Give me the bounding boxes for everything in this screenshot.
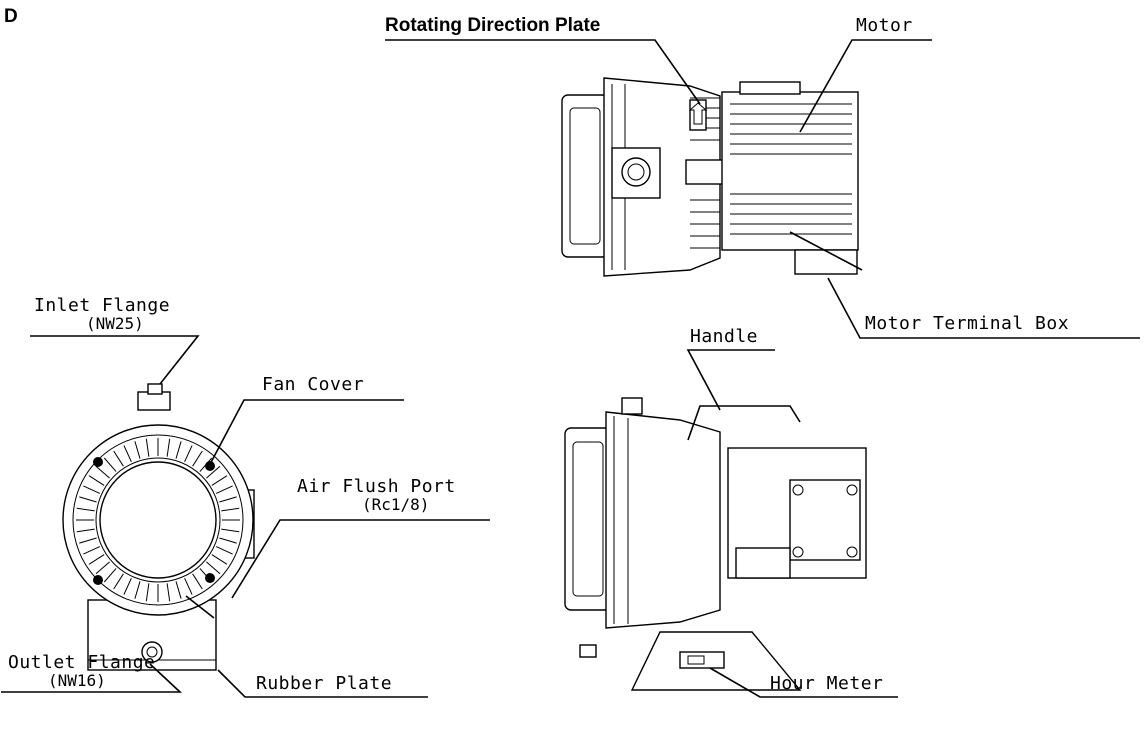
fan-cover-slot — [219, 537, 237, 544]
side-view-drawing — [564, 397, 867, 691]
label-air-flush-port-spec: (Rc1/8) — [362, 495, 430, 514]
label-inlet-flange-spec: (NW25) — [86, 314, 144, 333]
label-hour-meter: Hour Meter — [770, 673, 884, 694]
fan-cover-slot — [145, 583, 150, 602]
fan-cover-slot — [211, 554, 228, 565]
fan-cover-slot — [134, 441, 141, 459]
fan-cover-slot — [184, 577, 193, 595]
top-view-drawing — [561, 77, 863, 277]
label-handle: Handle — [690, 326, 759, 347]
fan-cover-slot — [166, 438, 171, 457]
fan-cover-slot — [192, 450, 203, 467]
fan-cover-slot — [79, 496, 97, 503]
fan-cover-slot — [166, 583, 171, 602]
fan-cover-slot — [79, 537, 97, 544]
label-outlet-flange-spec: (NW16) — [48, 671, 106, 690]
fan-cover-slot — [103, 457, 117, 472]
fan-cover-slot — [219, 496, 237, 503]
label-rotating-direction-plate: Rotating Direction Plate — [385, 15, 601, 36]
label-fan-cover: Fan Cover — [262, 374, 365, 395]
fan-cover-slot — [221, 528, 240, 533]
fan-cover-slot — [113, 573, 124, 590]
label-motor-terminal-box: Motor Terminal Box — [865, 313, 1070, 334]
fan-cover-slot — [175, 581, 182, 599]
front-view-drawing — [62, 383, 255, 671]
fan-cover-slot — [211, 475, 228, 486]
fan-cover-slot — [215, 546, 233, 555]
label-air-flush-port: Air Flush Port — [297, 476, 456, 497]
fan-cover-slot — [123, 577, 132, 595]
fan-cover-slot — [175, 441, 182, 459]
fan-cover-slot — [95, 465, 110, 479]
fan-cover-slot — [76, 528, 95, 533]
fan-cover-slot — [95, 561, 110, 575]
fan-cover-slot — [88, 475, 105, 486]
fan-cover-slot — [215, 485, 233, 494]
fan-cover-slot — [184, 445, 193, 463]
figure-letter: D — [4, 6, 18, 27]
label-rubber-plate: Rubber Plate — [256, 673, 393, 694]
fan-cover-slot — [145, 438, 150, 457]
fan-cover-slot — [134, 581, 141, 599]
fan-cover-slot — [103, 568, 117, 583]
fan-cover-slot — [221, 507, 240, 512]
fan-cover-slot — [83, 546, 101, 555]
fan-cover-slot — [113, 450, 124, 467]
fan-cover-slot — [123, 445, 132, 463]
fan-cover-slot — [206, 465, 221, 479]
fan-cover-slot — [76, 507, 95, 512]
label-inlet-flange: Inlet Flange — [34, 295, 171, 316]
fan-cover-slot — [88, 554, 105, 565]
fan-cover-slot — [83, 485, 101, 494]
fan-cover-slot — [192, 573, 203, 590]
label-motor: Motor — [856, 15, 913, 36]
leader-lines — [1, 39, 1140, 698]
fan-cover-slot — [206, 561, 221, 575]
label-outlet-flange: Outlet Flange — [8, 652, 156, 673]
